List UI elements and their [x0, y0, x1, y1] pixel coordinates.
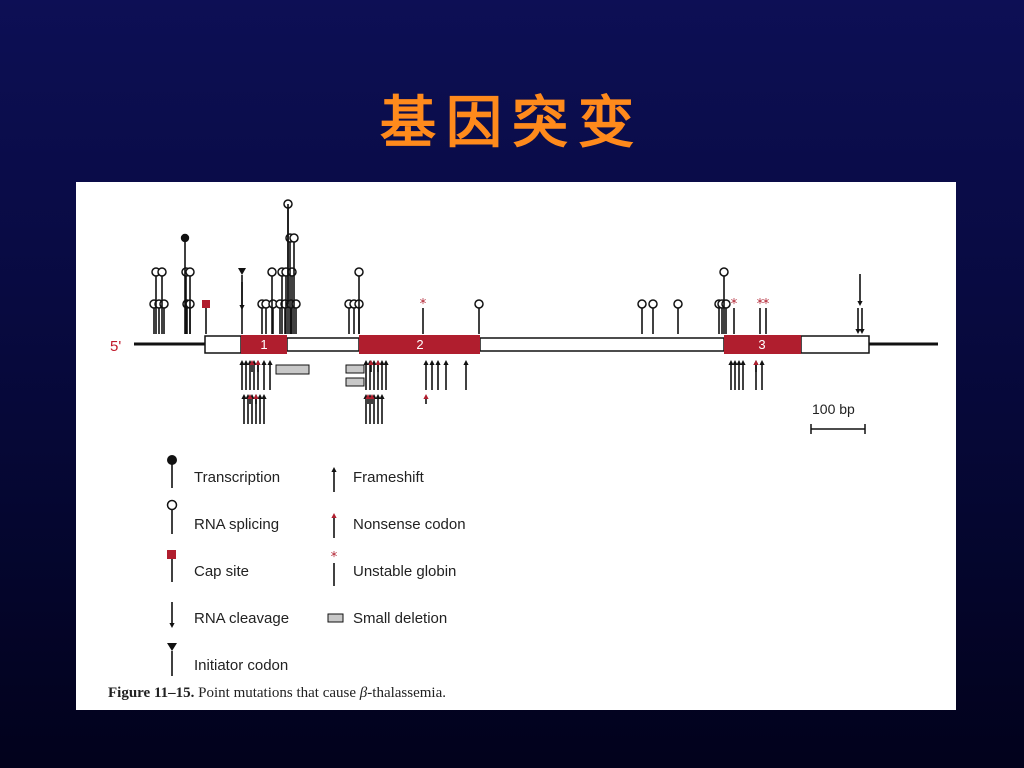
frameshift-mark	[261, 360, 267, 390]
nonsense-codon-mark	[369, 394, 375, 404]
legend-frameshift: Frameshift	[353, 469, 424, 486]
cap-site-mark	[202, 300, 210, 308]
frameshift-mark	[383, 360, 389, 390]
frameshift-mark	[728, 360, 734, 390]
rna-cleavage-mark	[855, 308, 861, 334]
legend-rna-splicing: RNA splicing	[194, 516, 280, 533]
frameshift-mark	[243, 360, 249, 390]
caption-text: Point mutations that cause	[194, 685, 360, 701]
legend-initiator-icon	[167, 643, 177, 651]
rna-splicing-mark	[648, 299, 658, 309]
frameshift-mark	[261, 394, 267, 424]
frameshift-mark	[375, 394, 381, 424]
legend-transcription: Transcription	[194, 469, 281, 486]
frameshift-mark	[443, 360, 449, 390]
small-deletion-mark	[275, 364, 310, 375]
nonsense-codon-mark	[255, 360, 261, 372]
frameshift-mark	[379, 394, 385, 424]
caption-text-end: -thalassemia.	[367, 685, 447, 701]
exon-3	[724, 335, 801, 354]
exon-3-label: 3	[758, 337, 765, 352]
legend-cap-site: Cap site	[194, 563, 250, 580]
rna-splicing-mark	[719, 267, 729, 277]
nonsense-codon-mark	[753, 360, 759, 372]
rna-cleavage-mark	[857, 274, 863, 306]
legend-deletion-icon	[327, 613, 344, 623]
nonsense-codon-mark	[368, 360, 374, 372]
five-prime-label: 5'	[110, 338, 122, 355]
nonsense-codon-mark	[253, 394, 259, 404]
legend: Transcription RNA splicing Cap site RNA …	[76, 182, 956, 710]
legend-unstable-globin: Unstable globin	[353, 563, 457, 580]
rna-splicing-mark	[474, 299, 484, 309]
legend-unstable-icon: *	[331, 550, 338, 565]
nonsense-codon-mark	[249, 360, 255, 372]
frameshift-mark	[363, 360, 369, 390]
caption-number: Figure 11–15.	[108, 685, 195, 701]
frameshift-mark	[736, 360, 742, 390]
frameshift-mark	[257, 394, 263, 424]
frameshift-mark	[759, 360, 765, 390]
frameshift-mark	[423, 360, 429, 390]
legend-cap-site-icon	[167, 550, 176, 559]
nonsense-codon-mark	[365, 394, 371, 404]
legend-transcription-icon	[167, 455, 177, 465]
exon-2	[359, 335, 480, 354]
nonsense-codon-mark	[375, 360, 381, 372]
unstable-globin-mark: *	[420, 297, 427, 312]
small-deletion-mark	[345, 364, 365, 374]
exon-1-label: 1	[260, 337, 267, 352]
initiator-arrow-mark	[239, 282, 245, 310]
unstable-globin-mark: *	[763, 297, 770, 312]
exon-2-label: 2	[416, 337, 423, 352]
exon-1	[241, 335, 287, 354]
rna-splicing-mark	[637, 299, 647, 309]
transcription-mark	[180, 233, 190, 243]
frameshift-mark	[267, 360, 273, 390]
rna-cleavage-mark	[859, 308, 865, 334]
legend-small-deletion: Small deletion	[353, 610, 448, 627]
legend-initiator-codon: Initiator codon	[194, 657, 289, 674]
legend-splicing-icon	[166, 499, 178, 511]
frameshift-mark	[429, 360, 435, 390]
gene-map: 1 2 3 **** *	[134, 199, 938, 676]
legend-rna-cleavage: RNA cleavage	[194, 610, 290, 627]
caption-beta: β	[359, 685, 368, 701]
frameshift-mark	[239, 360, 245, 390]
initiator-codon-mark	[238, 268, 246, 275]
legend-nonsense-codon: Nonsense codon	[353, 516, 466, 533]
frameshift-mark	[241, 394, 247, 424]
nonsense-codon-mark	[247, 394, 253, 404]
unstable-globin-mark: *	[757, 297, 764, 312]
rna-splicing-mark	[354, 267, 364, 277]
rna-splicing-mark	[289, 233, 299, 243]
legend-frameshift-icon	[331, 467, 337, 492]
rna-splicing-mark	[185, 267, 195, 277]
unstable-globin-mark: *	[731, 297, 738, 312]
rna-splicing-mark	[673, 299, 683, 309]
frameshift-mark	[379, 360, 385, 390]
legend-nonsense-icon	[331, 513, 337, 538]
frameshift-mark	[463, 360, 469, 390]
figure-caption: Figure 11–15. Point mutations that cause…	[108, 685, 446, 702]
slide-title: 基因突变	[380, 90, 644, 156]
rna-splicing-mark	[267, 267, 277, 277]
nonsense-codon-mark	[423, 394, 429, 404]
frameshift-mark	[732, 360, 738, 390]
small-deletion-mark	[345, 377, 365, 387]
frameshift-mark	[435, 360, 441, 390]
rna-splicing-mark	[157, 267, 167, 277]
frameshift-mark	[740, 360, 746, 390]
mutation-figure: 1 2 3 **** * 5' 100 bp Transcription RNA…	[76, 182, 956, 710]
scale-bar-label: 100 bp	[812, 401, 855, 417]
legend-cleavage-icon	[169, 602, 175, 628]
